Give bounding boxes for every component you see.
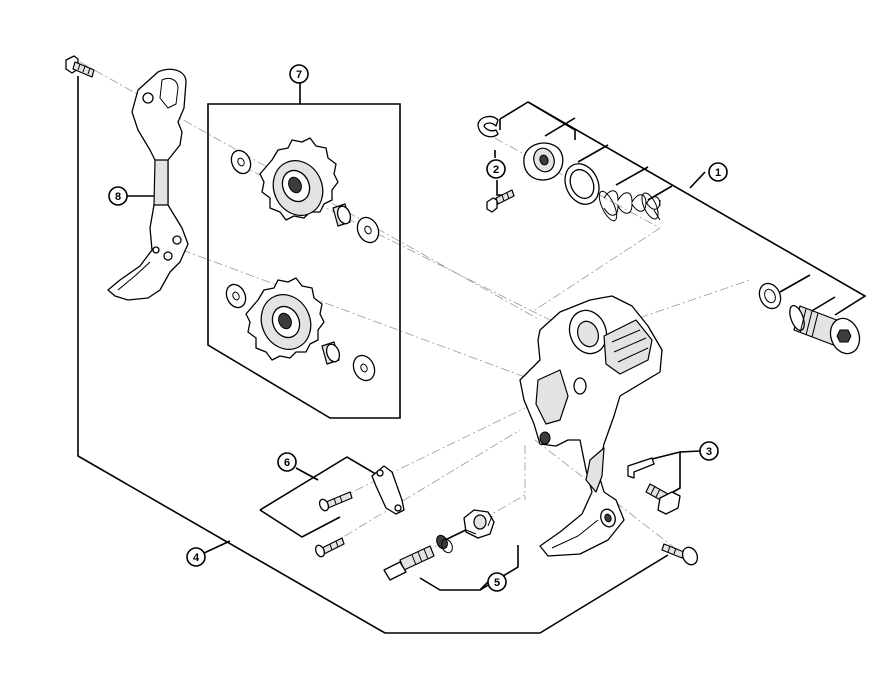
- callout-4-label: 4: [193, 552, 200, 564]
- axle-bolt: [789, 304, 861, 355]
- outer-plate: [107, 68, 189, 301]
- e-clip: [477, 115, 499, 138]
- callout-8[interactable]: 8: [108, 186, 128, 206]
- cable-adjust-bolt: [383, 545, 435, 581]
- callout-7-label: 7: [296, 69, 302, 81]
- plate-bolt-bottom: [661, 543, 699, 566]
- adjust-bolt-2: [486, 189, 515, 213]
- callout-4[interactable]: 4: [186, 547, 206, 567]
- axle-washer: [758, 282, 782, 310]
- cable-guide-bolt-upper: [318, 491, 353, 512]
- tension-pulley-lower: [225, 277, 376, 382]
- tension-spring: [598, 190, 661, 222]
- spring-washer: [436, 534, 453, 554]
- callout-6[interactable]: 6: [277, 452, 297, 472]
- stopper-plate: [523, 142, 564, 181]
- callout-6-label: 6: [284, 457, 290, 469]
- guide-pulley-upper: [230, 137, 380, 244]
- washer-ring: [564, 163, 600, 205]
- plate-bolt-top: [65, 55, 95, 78]
- stroke-adjust-bolt-3: [645, 483, 681, 515]
- callout-8-label: 8: [115, 191, 121, 203]
- callout-1[interactable]: 1: [708, 162, 728, 182]
- stopper-pin: [627, 457, 655, 479]
- callout-7[interactable]: 7: [289, 64, 309, 84]
- callout-2[interactable]: 2: [486, 159, 506, 179]
- callout-5-label: 5: [494, 577, 500, 589]
- cable-guide-plate: [371, 465, 405, 515]
- callout-5[interactable]: 5: [487, 572, 507, 592]
- cable-adjuster-nut: [463, 509, 495, 539]
- cable-guide-bolt-lower: [314, 537, 345, 558]
- callout-1-label: 1: [715, 167, 721, 179]
- callout-2-label: 2: [493, 164, 499, 176]
- callout-3-label: 3: [706, 446, 712, 458]
- callout-3[interactable]: 3: [699, 441, 719, 461]
- derailleur-body: [519, 295, 663, 557]
